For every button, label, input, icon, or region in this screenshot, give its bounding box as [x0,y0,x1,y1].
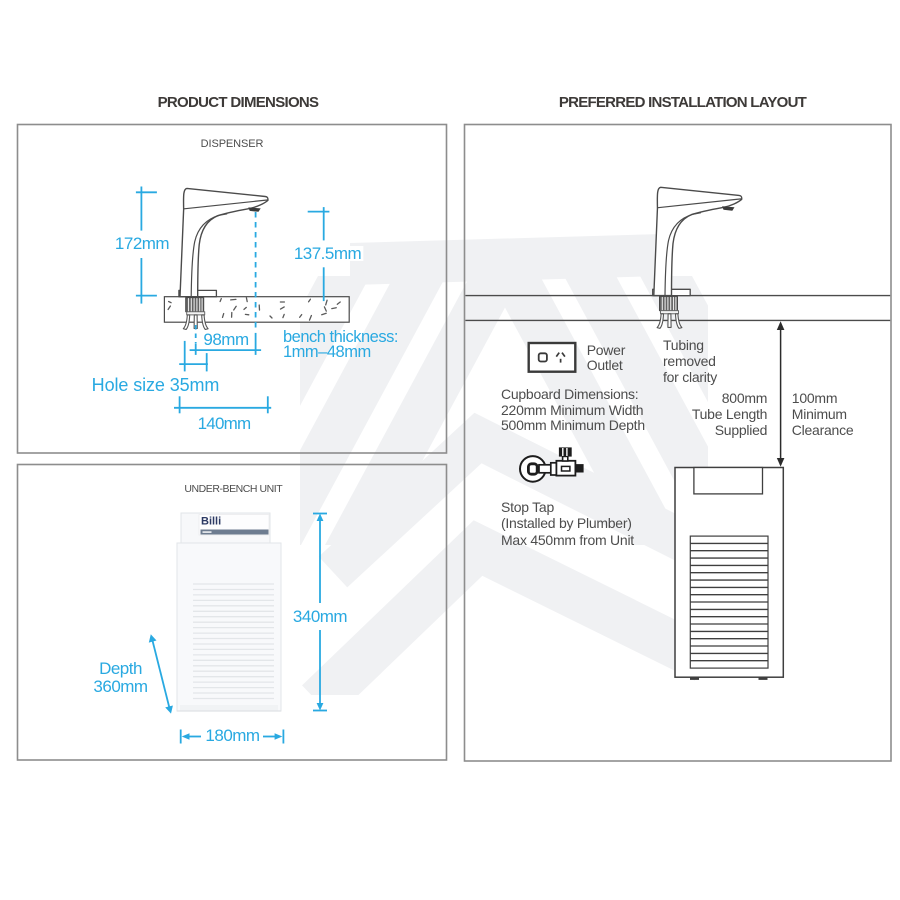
svg-text:Billi: Billi [201,516,221,528]
